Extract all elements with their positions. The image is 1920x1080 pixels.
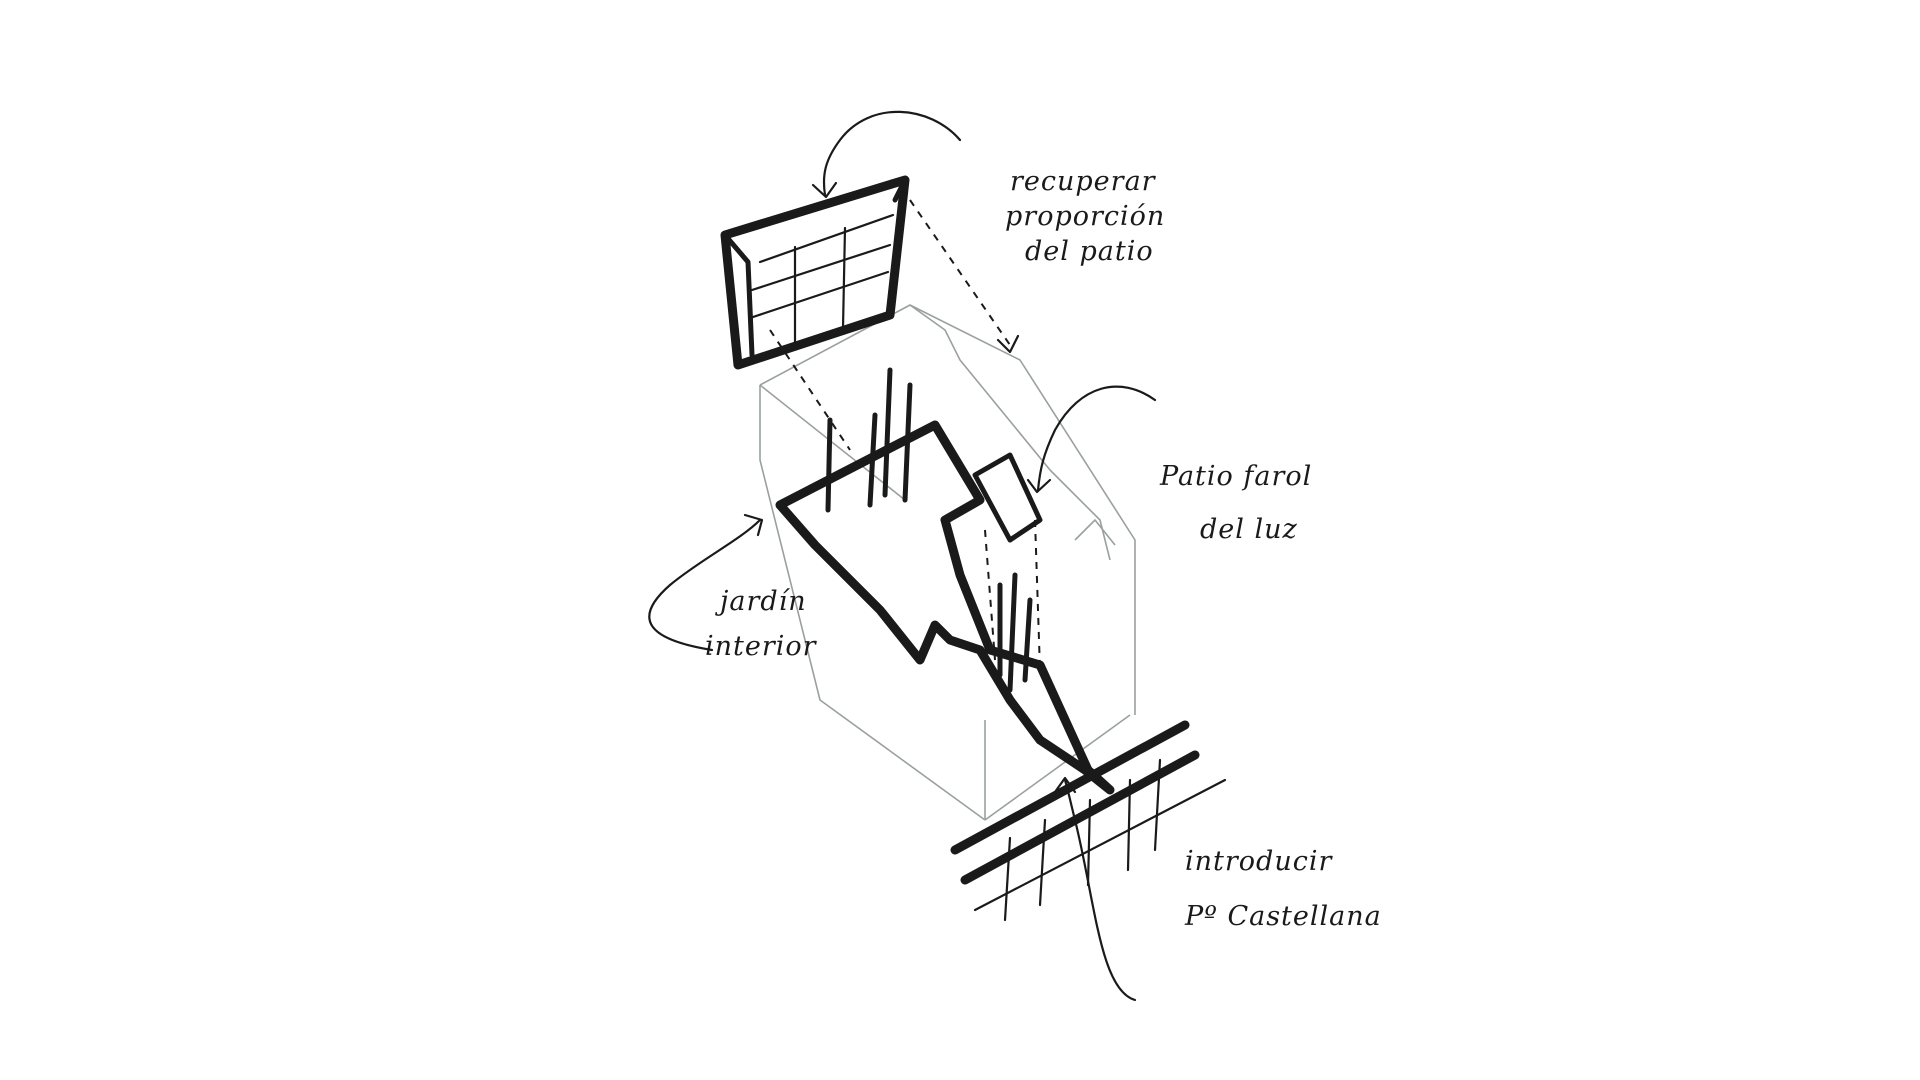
annotation-garden: jardín interior bbox=[705, 586, 818, 662]
patio-lantern-box bbox=[972, 452, 1043, 671]
street-lines bbox=[950, 720, 1227, 922]
annotation-line: proporción bbox=[1005, 201, 1165, 232]
projection-lines bbox=[769, 199, 1020, 451]
interior-garden-outline bbox=[775, 420, 1115, 795]
annotation-line: Patio farol bbox=[1159, 461, 1312, 492]
annotation-line: del patio bbox=[1025, 236, 1154, 267]
annotation-line: recuperar bbox=[1010, 166, 1157, 197]
annotation-line: jardín bbox=[715, 586, 807, 617]
annotation-line: introducir bbox=[1185, 846, 1333, 877]
garden-verticals bbox=[825, 367, 1033, 693]
annotation-patio-proportion: recuperar proporción del patio bbox=[1005, 166, 1165, 267]
annotation-line: interior bbox=[705, 631, 818, 662]
annotation-street: introducir Pº Castellana bbox=[1184, 846, 1382, 932]
annotation-patio-lantern: Patio farol del luz bbox=[1159, 461, 1312, 545]
annotation-line: Pº Castellana bbox=[1184, 901, 1382, 932]
annotation-line: del luz bbox=[1200, 514, 1298, 545]
patio-frame bbox=[720, 175, 910, 370]
leader-arrows bbox=[648, 110, 1157, 1002]
building-pencil-outline bbox=[759, 304, 1136, 821]
